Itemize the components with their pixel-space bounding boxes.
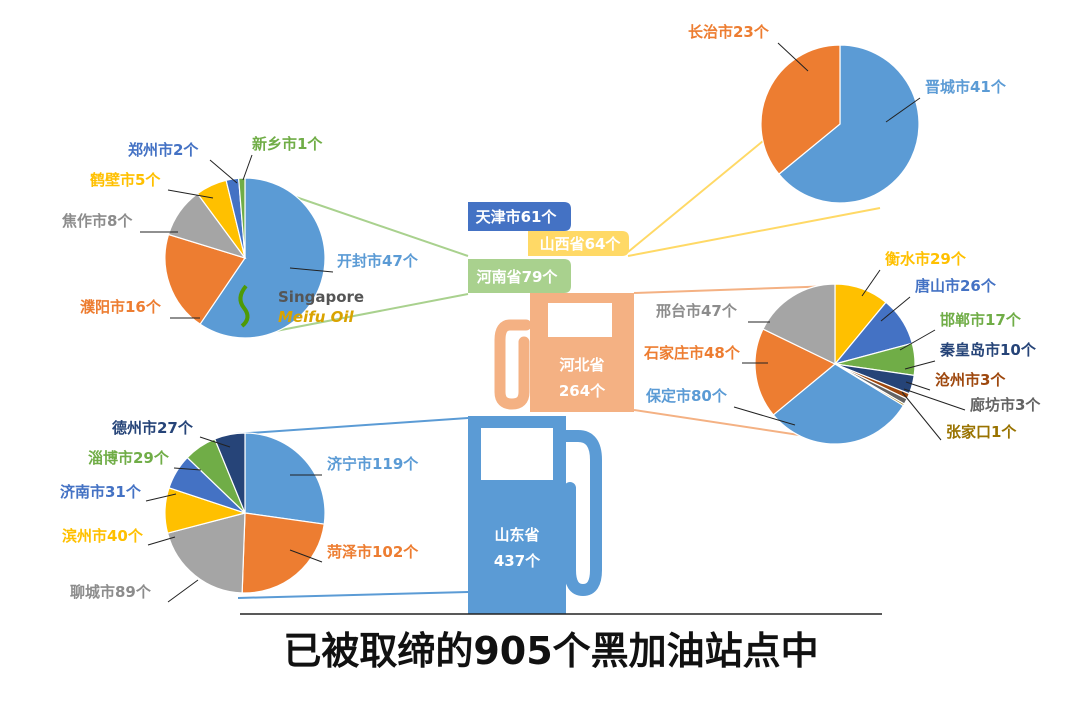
pie-slice-新乡市 <box>237 177 246 259</box>
leader-line-淄博市 <box>173 467 202 471</box>
hebei-connector-top <box>633 285 836 294</box>
pie-slice-石家庄市 <box>754 328 837 416</box>
shandong-pump-screen <box>481 428 553 480</box>
leader-line-廊坊市 <box>903 388 966 411</box>
page-title: 已被取缔的905个黑加油站点中 <box>283 629 818 673</box>
slice-label-鹤壁市: 鹤壁市5个 <box>90 171 161 189</box>
leader-line-菏泽市 <box>289 549 323 563</box>
slice-label-保定市: 保定市80个 <box>645 387 728 405</box>
leader-line-衡水市 <box>861 269 881 297</box>
leader-line-德州市 <box>199 436 231 448</box>
pie-slice-聊城市 <box>166 512 246 594</box>
leader-line-开封市 <box>289 267 334 273</box>
hebei-name: 河北省 <box>559 356 604 374</box>
watermark-line1: Singapore <box>278 288 364 306</box>
slice-label-邢台市: 邢台市47个 <box>655 302 738 320</box>
leader-line-聊城市 <box>167 579 199 603</box>
shandong-connector-bottom <box>237 591 469 599</box>
pie-slice-德州市 <box>213 432 246 514</box>
leader-line-郑州市 <box>209 159 238 184</box>
hebei-pump: 河北省 264个 <box>494 293 634 412</box>
shanxi-label: 山西省64个 <box>540 235 622 253</box>
pie-slice-邢台市 <box>762 283 836 365</box>
leader-line-鹤壁市 <box>167 189 214 199</box>
shandong-connector-top <box>234 417 469 435</box>
shandong-pump: 山东省 437个 <box>468 416 602 614</box>
leader-line-济南市 <box>145 493 177 502</box>
watermark-line2: Meifu Oil <box>278 308 355 326</box>
tianjin-label: 天津市61个 <box>476 208 558 226</box>
slice-label-德州市: 德州市27个 <box>112 419 194 437</box>
leader-line-新乡市 <box>242 154 253 181</box>
pie-slice-开封市 <box>199 177 326 339</box>
henan-label: 河南省79个 <box>477 268 559 286</box>
henan-connector-bottom <box>254 293 469 336</box>
hebei-pump-screen <box>548 303 612 337</box>
shanxi-banner: 山西省64个 <box>528 231 629 256</box>
watermark-logo-icon <box>238 284 250 328</box>
pie-slice-菏泽市 <box>241 512 325 594</box>
slice-label-衡水市: 衡水市29个 <box>885 250 967 268</box>
hebei-count: 264个 <box>559 382 606 400</box>
shanxi-banner-bg <box>528 231 629 256</box>
leader-line-秦皇岛市 <box>904 360 936 370</box>
slice-label-廊坊市: 廊坊市3个 <box>970 396 1041 414</box>
pie-slice-保定市 <box>772 363 905 445</box>
slice-label-焦作市: 焦作市8个 <box>61 212 133 230</box>
henan-banner: 河南省79个 <box>468 259 571 293</box>
slice-label-聊城市: 聊城市89个 <box>70 583 152 601</box>
leader-line-张家口 <box>901 391 942 441</box>
slice-label-长治市: 长治市23个 <box>688 23 770 41</box>
slice-label-沧州市: 沧州市3个 <box>935 371 1006 389</box>
slice-label-济宁市: 济宁市119个 <box>327 455 419 473</box>
hebei-pump-hose <box>494 319 532 410</box>
leader-line-滨州市 <box>147 536 176 546</box>
slice-label-秦皇岛市: 秦皇岛市10个 <box>939 341 1037 359</box>
henan-pie <box>164 177 326 339</box>
slice-label-开封市: 开封市47个 <box>337 252 419 270</box>
pie-slice-济宁市 <box>244 432 326 525</box>
slice-label-邯郸市: 邯郸市17个 <box>940 311 1022 329</box>
slice-label-唐山市: 唐山市26个 <box>915 277 997 295</box>
slice-label-济南市: 济南市31个 <box>60 483 142 501</box>
slice-label-滨州市: 滨州市40个 <box>62 527 144 545</box>
slice-label-张家口: 张家口1个 <box>946 423 1017 441</box>
shandong-pump-hose <box>560 430 602 597</box>
pie-slice-晋城市 <box>778 44 920 204</box>
tianjin-banner-bg <box>468 202 571 231</box>
slice-label-淄博市: 淄博市29个 <box>88 449 170 467</box>
watermark: Singapore Meifu Oil <box>238 284 364 328</box>
leader-line-长治市 <box>777 42 809 72</box>
slice-label-晋城市: 晋城市41个 <box>925 78 1007 96</box>
leader-line-唐山市 <box>880 296 911 322</box>
leader-line-晋城市 <box>885 97 921 123</box>
shandong-name: 山东省 <box>494 526 539 544</box>
slice-label-菏泽市: 菏泽市102个 <box>327 543 419 561</box>
shandong-count: 437个 <box>494 552 541 570</box>
leader-line-邯郸市 <box>899 329 936 351</box>
leader-line-保定市 <box>733 406 796 426</box>
leader-line-沧州市 <box>905 381 931 391</box>
slice-label-新乡市: 新乡市1个 <box>252 135 323 153</box>
henan-banner-bg <box>468 259 571 293</box>
shanxi-pie <box>760 44 920 204</box>
slice-label-郑州市: 郑州市2个 <box>128 141 199 159</box>
shandong-pie <box>164 432 326 594</box>
slice-label-濮阳市: 濮阳市16个 <box>80 298 162 316</box>
hebei-pie <box>754 283 916 445</box>
tianjin-banner: 天津市61个 <box>468 202 571 231</box>
shanxi-connector-bottom <box>627 207 881 257</box>
pie-slice-濮阳市 <box>164 233 246 326</box>
slice-label-石家庄市: 石家庄市48个 <box>643 344 741 362</box>
pie-slice-长治市 <box>760 44 841 175</box>
